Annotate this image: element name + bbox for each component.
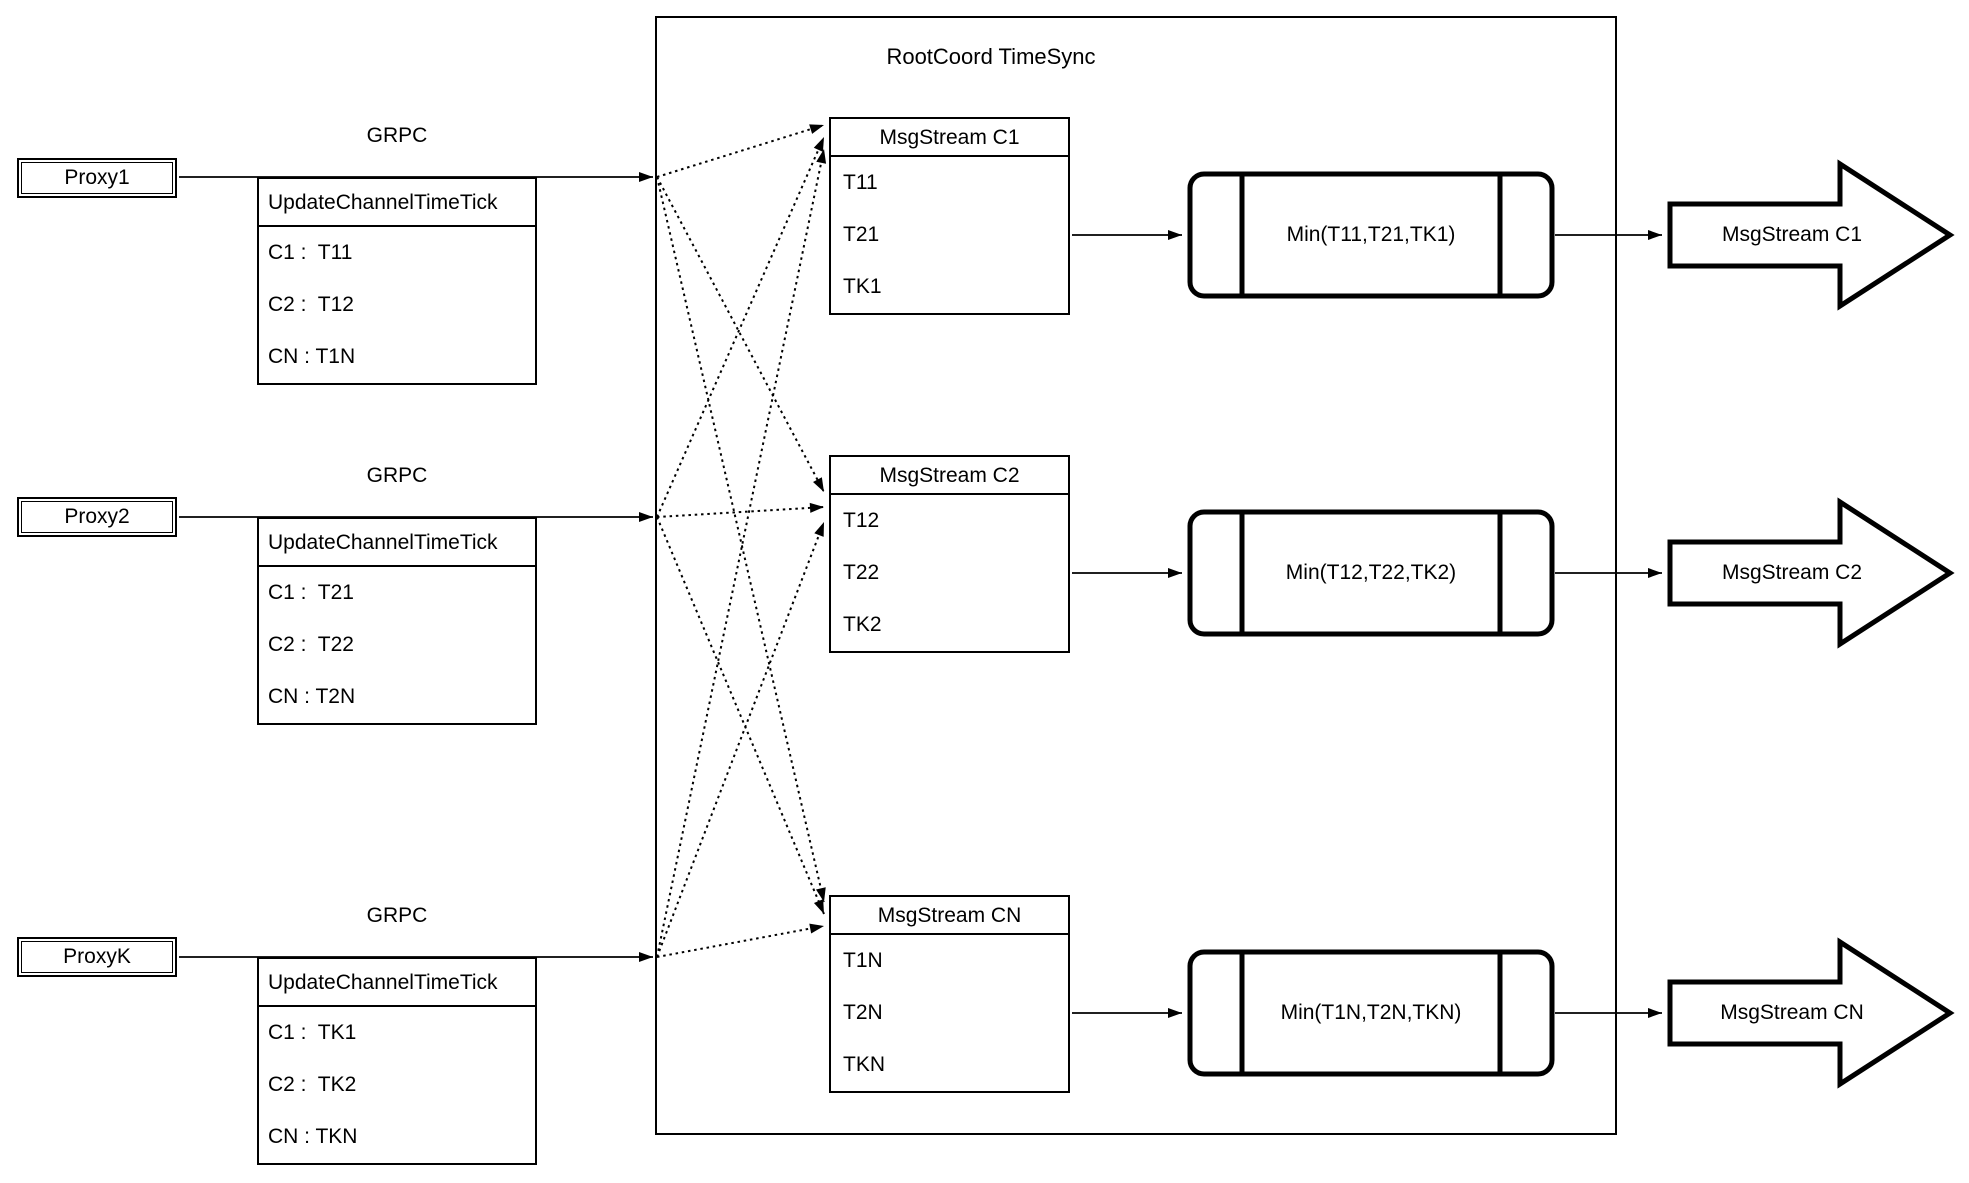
timetick-row: C1 : T21	[268, 581, 354, 604]
timetick-table-header: UpdateChannelTimeTick	[259, 519, 535, 567]
timetick-table-header: UpdateChannelTimeTick	[259, 959, 535, 1007]
min-buffer-box-2	[1187, 509, 1555, 637]
msgstream-row: T21	[843, 223, 880, 246]
min-buffer-label-2: Min(T12,T22,TK2)	[1285, 561, 1457, 584]
grpc-label-1: GRPC	[366, 124, 428, 147]
msgstream-row: T11	[843, 171, 878, 194]
timetick-row: C2 : T12	[268, 293, 354, 316]
min-buffer-box-3	[1187, 949, 1555, 1077]
msgstream-table-c1: MsgStream C1 T11 T21 TK1	[829, 117, 1070, 315]
fan-arrow-p1-c1	[656, 124, 825, 178]
timetick-row: CN : T2N	[268, 685, 356, 708]
timetick-table-proxyk: UpdateChannelTimeTick C1 : TK1 C2 : TK2 …	[257, 957, 537, 1165]
timetick-row: CN : T1N	[268, 345, 356, 368]
msgstream-table-cn: MsgStream CN T1N T2N TKN	[829, 895, 1070, 1093]
fan-arrow-p1-c2	[656, 176, 825, 493]
msgstream-row: TK1	[843, 275, 882, 298]
timetick-row: CN : TKN	[268, 1125, 358, 1148]
rootcoord-title: RootCoord TimeSync	[886, 44, 1096, 69]
min-buffer-box-1	[1187, 171, 1555, 299]
timetick-table-proxy2: UpdateChannelTimeTick C1 : T21 C2 : T22 …	[257, 517, 537, 725]
output-arrow-label-2: MsgStream C2	[1721, 561, 1863, 584]
proxyk-label: ProxyK	[63, 945, 131, 968]
timetick-row: C2 : TK2	[268, 1073, 357, 1096]
grpc-label-2: GRPC	[366, 464, 428, 487]
proxy2-label: Proxy2	[64, 505, 130, 528]
proxy2-node: Proxy2	[17, 497, 177, 537]
grpc-label-3: GRPC	[366, 904, 428, 927]
msgstream-table-header: MsgStream C1	[831, 119, 1068, 157]
msgstream-row: TKN	[843, 1053, 885, 1076]
msgstream-row: T12	[843, 509, 880, 532]
msgstream-row: TK2	[843, 613, 882, 636]
timetick-row: C1 : TK1	[268, 1021, 357, 1044]
timetick-table-header: UpdateChannelTimeTick	[259, 179, 535, 227]
output-arrow-label-1: MsgStream C1	[1721, 223, 1863, 246]
fan-arrow-p2-cn	[656, 516, 825, 915]
proxyk-node: ProxyK	[17, 937, 177, 977]
msgstream-table-header: MsgStream C2	[831, 457, 1068, 495]
output-arrow-label-3: MsgStream CN	[1720, 1001, 1864, 1024]
msgstream-row: T1N	[843, 949, 883, 972]
timetick-row: C1 : T11	[268, 241, 353, 264]
fan-arrow-p1-cn	[656, 176, 826, 903]
timetick-row: C2 : T22	[268, 633, 354, 656]
fan-arrow-pk-c2	[656, 521, 825, 958]
output-fat-arrow-2	[1667, 497, 1955, 649]
proxy1-node: Proxy1	[17, 158, 177, 198]
proxy1-label: Proxy1	[64, 166, 130, 189]
rootcoord-timesync-box	[655, 16, 1617, 1135]
fan-arrow-pk-c1	[656, 148, 827, 958]
msgstream-row: T22	[843, 561, 880, 584]
msgstream-table-c2: MsgStream C2 T12 T22 TK2	[829, 455, 1070, 653]
min-buffer-label-1: Min(T11,T21,TK1)	[1286, 223, 1456, 246]
timetick-table-proxy1: UpdateChannelTimeTick C1 : T11 C2 : T12 …	[257, 177, 537, 385]
output-fat-arrow-3	[1667, 937, 1955, 1089]
msgstream-table-header: MsgStream CN	[831, 897, 1068, 935]
msgstream-row: T2N	[843, 1001, 883, 1024]
min-buffer-label-3: Min(T1N,T2N,TKN)	[1280, 1001, 1462, 1024]
fan-arrow-p2-c2	[656, 502, 825, 518]
output-fat-arrow-1	[1667, 159, 1955, 311]
